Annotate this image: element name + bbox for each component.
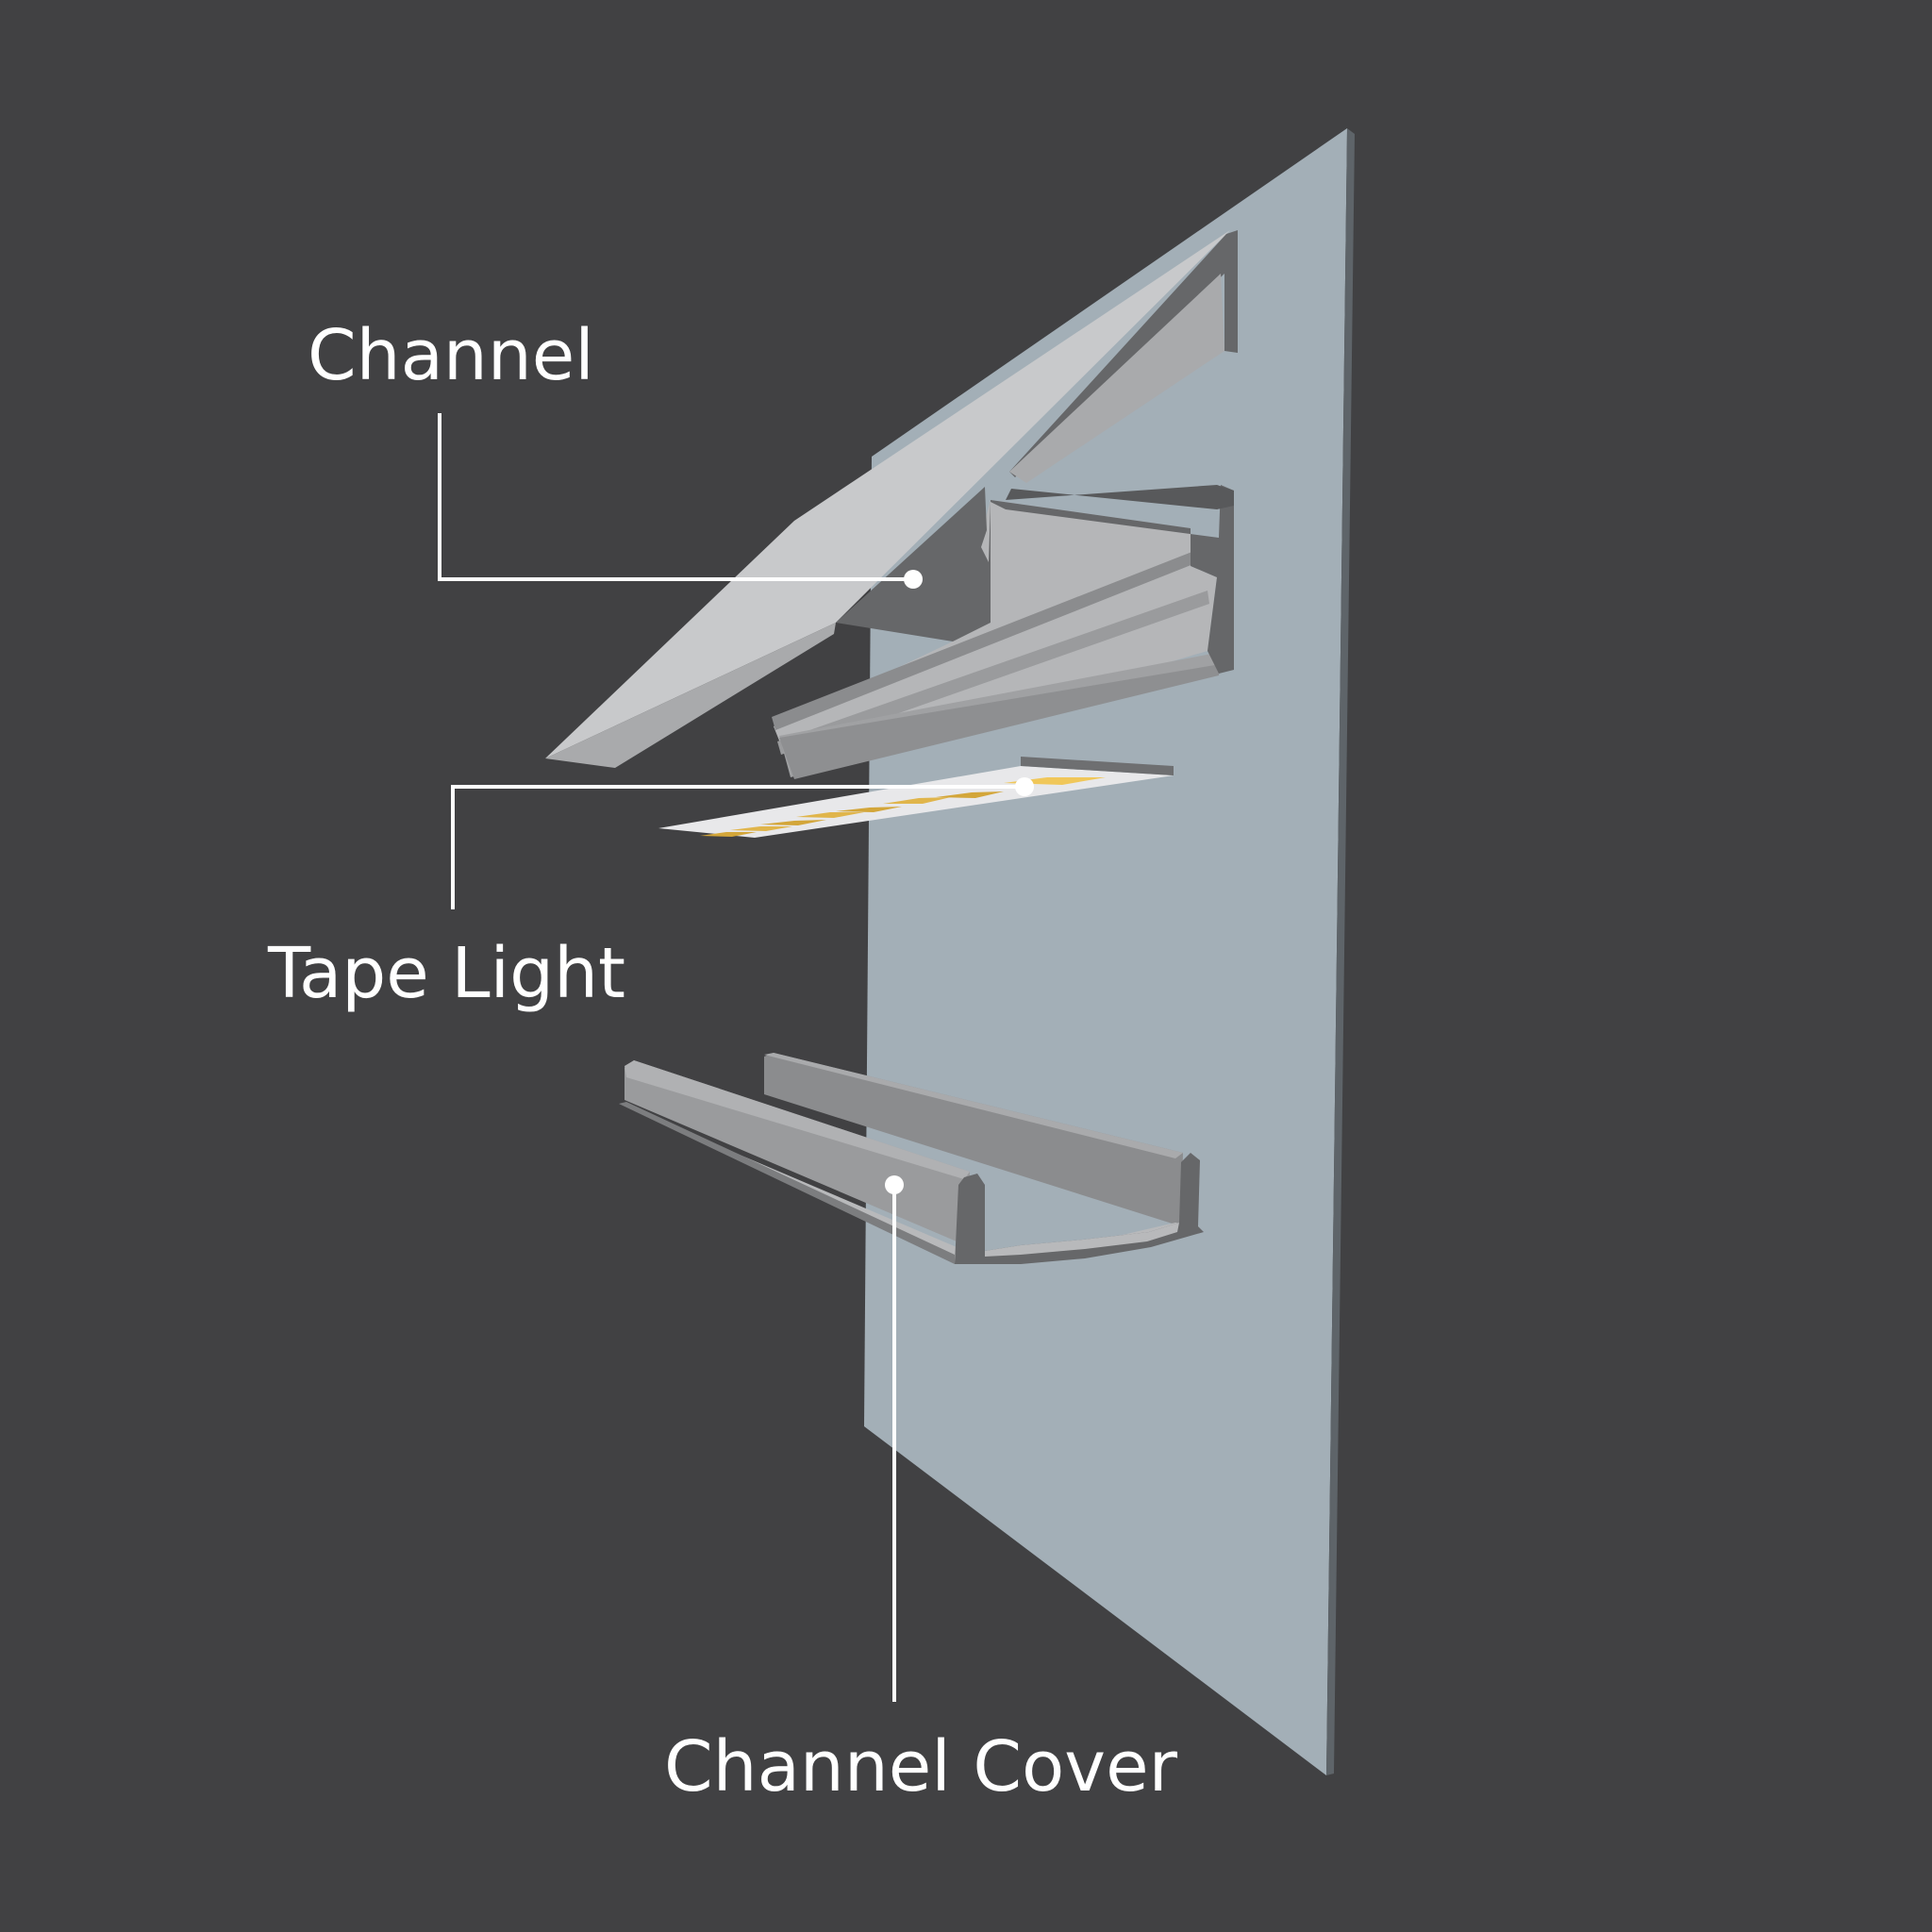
channel-lip: [545, 623, 836, 768]
cover-bottom-face: [619, 1102, 955, 1264]
channel-back-face-upper: [1009, 274, 1224, 483]
leader-dots: [885, 570, 1034, 1194]
cover-front-wall: [625, 1060, 970, 1247]
channel-back-flange: [1009, 230, 1238, 477]
channel-extrusion: [545, 230, 1238, 779]
led-chip: [836, 807, 902, 812]
channel-top-face: [545, 230, 1230, 758]
channel-cover-label: Channel Cover: [664, 1726, 1178, 1807]
channel-label: Channel: [308, 315, 594, 396]
tape-light-board-edge: [1021, 757, 1174, 775]
led-chip: [796, 812, 864, 818]
channel-section-top: [1006, 485, 1234, 509]
led-chip: [936, 791, 1004, 798]
channel-leader-line: [438, 413, 913, 581]
cover-floor: [625, 1106, 1200, 1262]
channel-cover-leader-dot: [885, 1175, 904, 1194]
led-chip: [730, 826, 792, 831]
leader-lines: [438, 413, 1024, 1702]
cover-rear-lip: [764, 1053, 1183, 1158]
cover-inner-surface: [985, 1223, 1179, 1257]
cover-front-lip: [625, 1060, 970, 1179]
channel-groove-2: [777, 591, 1209, 755]
cover-rear-wall: [764, 1053, 1183, 1226]
channel-leader-dot: [904, 570, 923, 589]
channel-cover-extrusion: [619, 1053, 1204, 1264]
led-chip: [700, 832, 757, 837]
tape-light-leader-dot: [1015, 777, 1034, 796]
led-chip: [760, 820, 826, 825]
channel-groove-1: [772, 551, 1198, 730]
channel-section-profile: [836, 485, 1234, 674]
channel-bottom-face: [779, 664, 1221, 779]
wall-edge: [1326, 128, 1355, 1775]
led-chip: [883, 797, 951, 804]
tape-light-label: Tape Light: [268, 933, 625, 1014]
tape-light-leader-line: [451, 785, 1024, 909]
